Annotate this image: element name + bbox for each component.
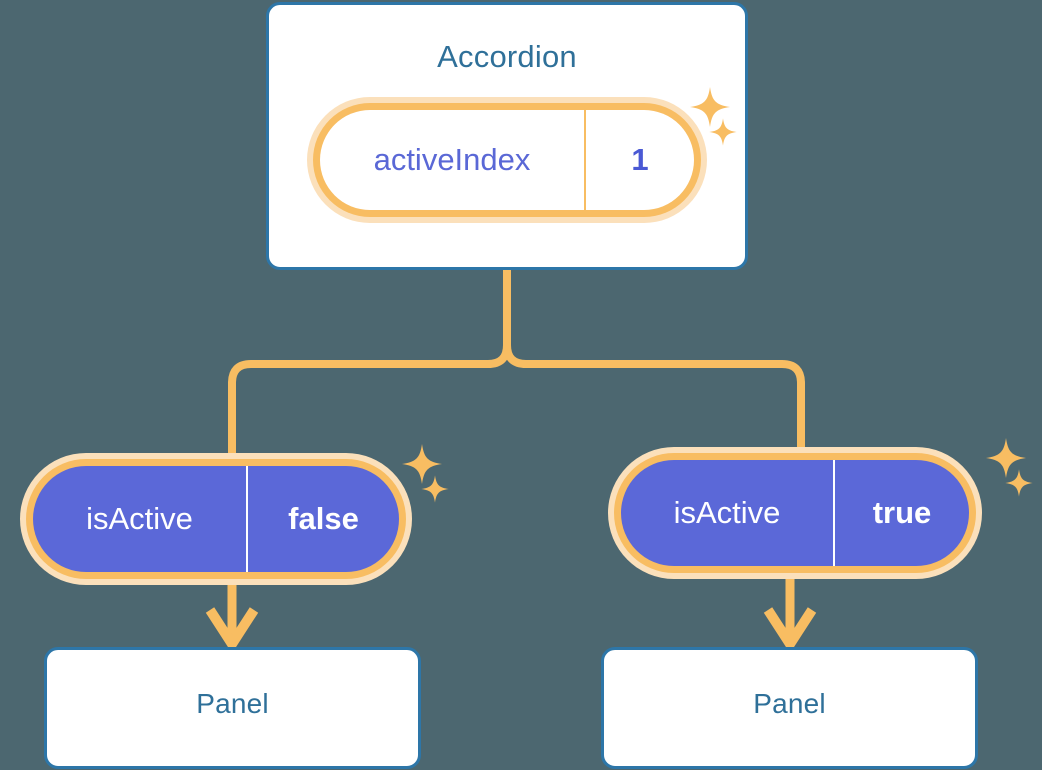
sparkle-icon xyxy=(400,442,444,486)
state-pill-isactive-right[interactable]: isActive true xyxy=(608,447,982,579)
state-value-label: false xyxy=(288,501,359,536)
panel-card-right[interactable]: Panel xyxy=(601,647,978,769)
state-key-label: activeIndex xyxy=(320,110,586,210)
sparkle-icon xyxy=(420,474,450,504)
state-value-label: true xyxy=(872,495,932,530)
panel-title: Panel xyxy=(196,688,269,719)
pill-body: isActive true xyxy=(621,460,969,566)
state-value-label: 1 xyxy=(631,142,649,177)
arrow-down-icon-left xyxy=(205,585,259,654)
state-key-label: isActive xyxy=(621,460,835,566)
pill-body: isActive false xyxy=(33,466,399,572)
accordion-title: Accordion xyxy=(437,39,577,74)
state-pill-isactive-left[interactable]: isActive false xyxy=(20,453,412,585)
pill-ring: isActive false xyxy=(26,459,406,579)
panel-title: Panel xyxy=(753,688,826,719)
state-key-label: isActive xyxy=(33,466,248,572)
connector-branch-left xyxy=(228,344,511,456)
pill-body: activeIndex 1 xyxy=(320,110,694,210)
pill-ring: activeIndex 1 xyxy=(313,103,701,217)
sparkle-icon xyxy=(984,436,1028,480)
connector-branch-right xyxy=(503,344,805,450)
panel-card-left[interactable]: Panel xyxy=(44,647,421,769)
arrow-down-icon-right xyxy=(763,579,817,654)
sparkle-icon xyxy=(1004,468,1034,498)
state-pill-activeindex[interactable]: activeIndex 1 xyxy=(307,97,707,223)
pill-ring: isActive true xyxy=(614,453,976,573)
